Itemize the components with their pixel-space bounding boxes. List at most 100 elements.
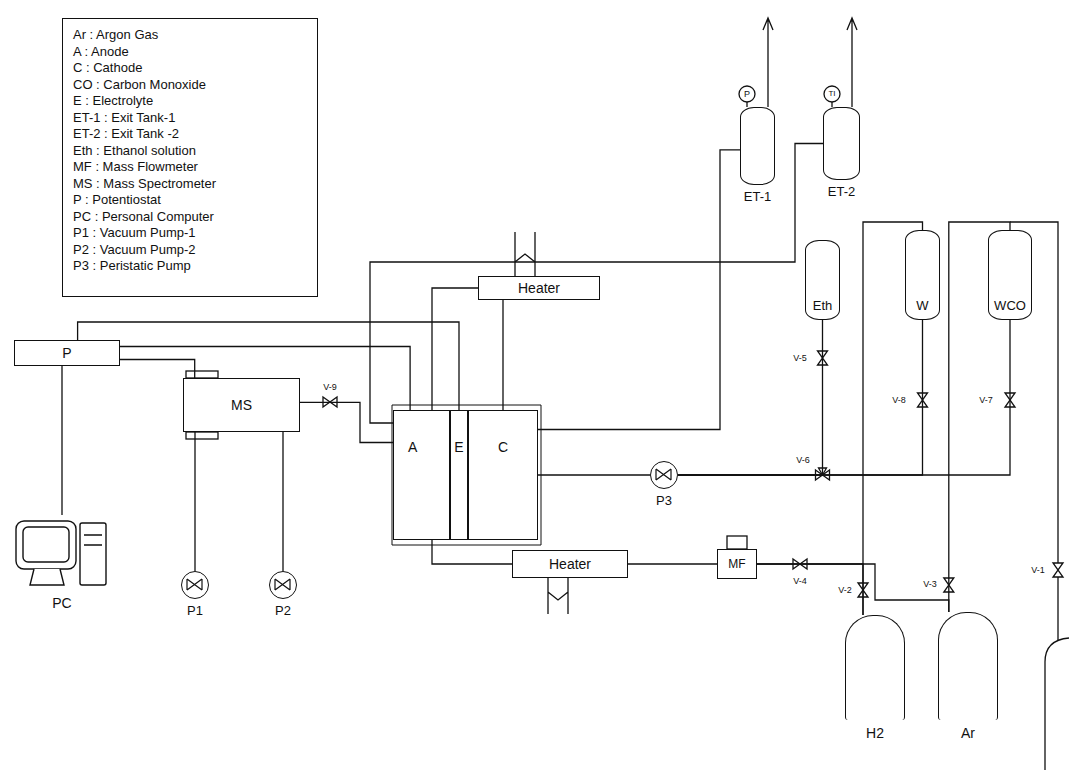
pipe-line — [120, 360, 195, 379]
computer-drawing — [14, 515, 110, 590]
node-label: MS — [231, 397, 252, 413]
exhaust-arrow — [763, 18, 773, 107]
valve-label: V-6 — [795, 456, 811, 465]
cell-compartment: C — [468, 410, 538, 540]
gauge-stem — [831, 102, 832, 107]
gauge-stem — [746, 102, 747, 107]
pipe-line — [282, 432, 284, 571]
exit-tank: ET-2 — [823, 107, 860, 180]
node-label: H2 — [864, 725, 886, 741]
pipe-line — [432, 540, 512, 564]
exhaust-arrow — [847, 18, 857, 107]
flowmeter-display — [727, 536, 747, 549]
pipe-line — [678, 320, 923, 475]
legend-entry: C : Cathode — [73, 60, 142, 77]
node-label: MF — [728, 557, 745, 571]
feed-tank: Eth — [805, 240, 840, 320]
valve-label: V-4 — [792, 577, 808, 586]
node-label: P — [62, 345, 71, 361]
pipe-line — [432, 288, 478, 410]
exit-tank: ET-1 — [740, 107, 775, 185]
pump-impeller — [182, 572, 207, 597]
node-label: P3 — [654, 493, 674, 508]
pipe-line — [61, 366, 63, 515]
valve-symbol — [1053, 563, 1063, 577]
pipe-line — [194, 432, 196, 571]
gas-cylinder: Ar — [938, 612, 998, 720]
node-label: Eth — [813, 298, 833, 313]
legend-entry: ET-2 : Exit Tank -2 — [73, 126, 179, 143]
node-label: Heater — [549, 556, 591, 572]
legend-entry: CO : Carbon Monoxide — [73, 77, 206, 94]
cell-frame — [392, 405, 541, 545]
node-label: P2 — [273, 603, 293, 618]
pipe-line — [757, 564, 949, 612]
gauge-label: TI — [827, 90, 836, 98]
legend-entry: ET-1 : Exit Tank-1 — [73, 110, 175, 127]
valve-label: V-2 — [837, 586, 853, 595]
legend-entry: MS : Mass Spectrometer — [73, 176, 216, 193]
legend-entry: P2 : Vacuum Pump-2 — [73, 242, 196, 259]
valve-label: V-5 — [792, 354, 808, 363]
valve-label: V-1 — [1030, 566, 1046, 575]
pipe-line — [678, 320, 823, 475]
equipment-box: Heater — [478, 276, 600, 300]
pump-symbol: P3 — [650, 461, 678, 489]
mass-flowmeter: MF — [717, 549, 757, 579]
personal-computer: PC — [14, 515, 110, 590]
heater-coil — [548, 578, 568, 614]
pump-symbol: P2 — [269, 571, 297, 599]
node-label: C — [498, 439, 508, 455]
pipe-line — [678, 320, 1010, 475]
equipment-box: P — [14, 340, 120, 366]
legend-entry: E : Electrolyte — [73, 93, 153, 110]
ms-flange — [186, 371, 218, 378]
temperature-gauge — [824, 86, 840, 102]
legend-entry: Eth : Ethanol solution — [73, 143, 196, 160]
ms-flange — [186, 432, 218, 439]
legend-entry: A : Anode — [73, 44, 129, 61]
pipe-line — [757, 564, 863, 615]
pump-impeller — [651, 462, 676, 487]
pipe-line — [370, 144, 823, 424]
equipment-box: MS — [183, 378, 300, 432]
feed-tank: W — [905, 230, 940, 320]
heater-coil — [515, 232, 535, 276]
node-label: A — [408, 439, 417, 455]
valve-label: V-9 — [322, 383, 338, 392]
pipe-line — [502, 300, 504, 410]
pipe-line — [538, 474, 650, 475]
gas-cylinder — [1045, 638, 1069, 770]
node-label: Heater — [518, 280, 560, 296]
cell-compartment: E — [450, 410, 468, 540]
node-label: E — [454, 439, 463, 455]
node-label: WCO — [994, 298, 1026, 313]
cell-compartment: A — [393, 410, 450, 540]
legend-box: Ar : Argon GasA : AnodeC : CathodeCO : C… — [62, 18, 318, 297]
valve-label: V-7 — [978, 396, 994, 405]
node-label: P1 — [185, 603, 205, 618]
legend-entry: P3 : Peristatic Pump — [73, 258, 191, 275]
feed-tank: WCO — [988, 230, 1032, 320]
equipment-box: Heater — [512, 550, 628, 578]
node-label: Ar — [959, 725, 977, 741]
legend-entry: Ar : Argon Gas — [73, 27, 158, 44]
legend-entry: P1 : Vacuum Pump-1 — [73, 225, 196, 242]
legend-entry: P : Potentiostat — [73, 192, 161, 209]
pressure-gauge — [739, 86, 755, 102]
valves — [323, 351, 1063, 597]
pipe-line — [628, 563, 717, 564]
node-label: W — [916, 298, 928, 313]
pump-symbol: P1 — [181, 571, 209, 599]
node-label: ET-2 — [826, 184, 857, 199]
gas-cylinder: H2 — [845, 615, 905, 720]
valve-label: V-8 — [891, 396, 907, 405]
pump-impeller — [270, 572, 295, 597]
legend-entry: MF : Mass Flowmeter — [73, 159, 198, 176]
node-label: ET-1 — [742, 189, 773, 204]
node-label: PC — [50, 595, 73, 611]
legend-entry: PC : Personal Computer — [73, 209, 214, 226]
gauge-label: P — [743, 90, 751, 99]
